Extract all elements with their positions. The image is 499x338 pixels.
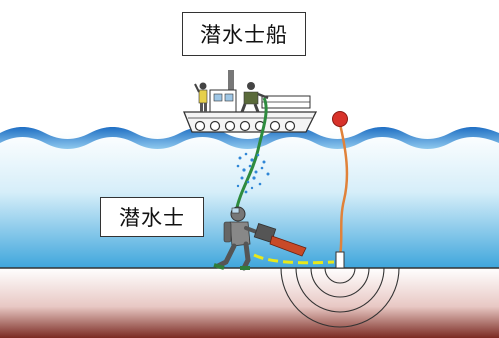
water-body bbox=[0, 130, 499, 268]
boat-label: 潜水士船 bbox=[182, 12, 306, 56]
wave-surface bbox=[0, 127, 499, 149]
air-hose bbox=[234, 97, 268, 213]
diver-label: 潜水士 bbox=[100, 197, 204, 237]
boat-crew-left bbox=[194, 82, 208, 112]
tool-icon bbox=[253, 223, 307, 257]
buoy-line bbox=[338, 123, 349, 256]
bubbles-icon bbox=[236, 152, 270, 194]
seabed bbox=[0, 268, 499, 338]
buoy-icon bbox=[332, 111, 348, 127]
boat-crew-right bbox=[240, 82, 269, 113]
sonar-waves-icon bbox=[280, 267, 400, 328]
dashed-rope bbox=[253, 253, 335, 265]
seabed-sensor bbox=[335, 251, 345, 269]
boat-icon bbox=[183, 70, 318, 133]
